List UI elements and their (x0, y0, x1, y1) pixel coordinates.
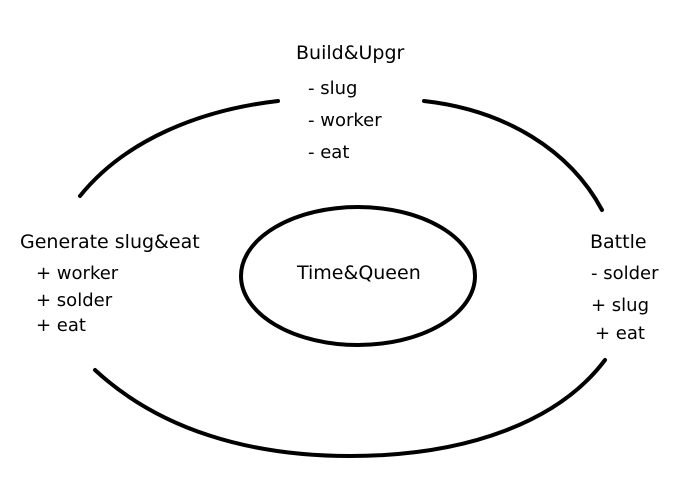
right-node-item: + eat (595, 323, 645, 344)
left-node-item: + solder (36, 290, 113, 311)
right-node-item: - solder (591, 263, 659, 284)
center-title: Time&Queen (297, 262, 421, 284)
left-node-item: + worker (36, 263, 119, 284)
left-node-title: Generate slug&eat (20, 231, 200, 253)
outer-arc-bottom (93, 358, 607, 459)
right-node-title: Battle (590, 231, 647, 253)
top-node-item: - worker (308, 110, 382, 131)
right-node-item: + slug (591, 295, 650, 316)
inner-ellipse (239, 205, 477, 347)
top-node-title: Build&Upgr (296, 42, 405, 64)
left-node-item: + eat (36, 315, 86, 336)
outer-arc-top-right (422, 99, 604, 212)
top-node-item: - slug (308, 78, 358, 99)
outer-arc-top-left (78, 99, 280, 198)
top-node-item: - eat (308, 142, 350, 163)
